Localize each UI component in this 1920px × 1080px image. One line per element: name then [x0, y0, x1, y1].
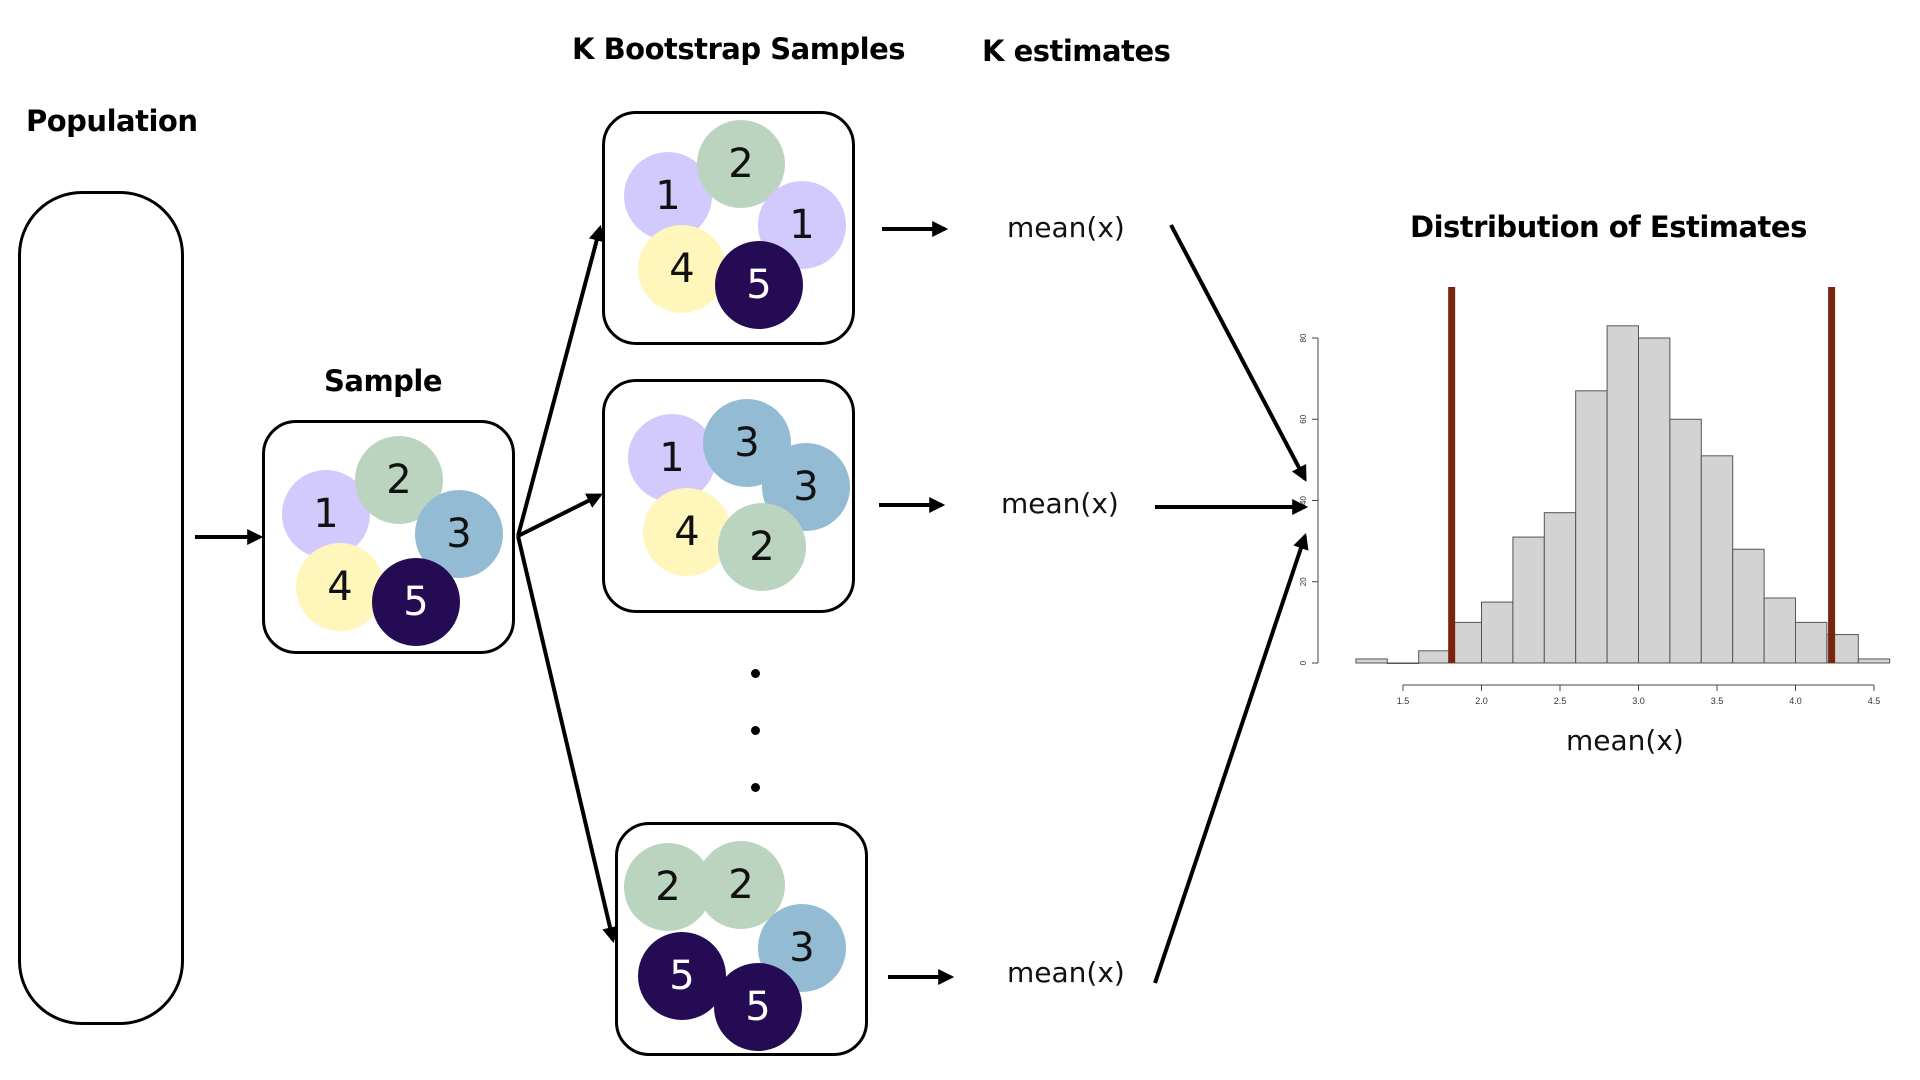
y-tick-label: 80 — [1299, 333, 1308, 342]
population-box — [18, 191, 184, 1025]
x-tick-label: 4.5 — [1868, 696, 1881, 706]
ellipsis-dot — [751, 783, 760, 792]
y-tick-label: 20 — [1299, 577, 1308, 586]
ball-label: 1 — [659, 435, 685, 481]
ball-label: 2 — [386, 457, 412, 503]
ball-label: 5 — [403, 579, 429, 625]
histogram-bar — [1606, 325, 1639, 664]
y-axis: 0 20 40 60 80 — [1299, 333, 1319, 665]
histogram-bar — [1543, 512, 1577, 664]
y-tick-label: 60 — [1299, 414, 1308, 423]
histogram-bar — [1386, 662, 1420, 664]
ball-label: 3 — [446, 511, 472, 557]
estimate-label-k: mean(x) — [1007, 956, 1125, 989]
ball-label: 4 — [327, 564, 353, 610]
bootstrap-heading: K Bootstrap Samples — [572, 32, 906, 66]
histogram-bar — [1512, 536, 1545, 664]
bootstrap-ball: 1 — [628, 414, 716, 502]
x-axis: 1.5 2.0 2.5 3.0 3.5 4.0 4.5 — [1397, 684, 1881, 706]
ball-label: 3 — [734, 420, 760, 466]
arrow-sample-to-bootstrap-1 — [516, 224, 605, 537]
bootstrap-ball: 4 — [638, 225, 726, 313]
x-axis-title: mean(x) — [1566, 724, 1684, 757]
histogram-bar — [1700, 455, 1734, 664]
ellipsis-dot — [751, 726, 760, 735]
ellipsis-dot — [751, 669, 760, 678]
ball-label: 1 — [655, 173, 681, 219]
estimate-label-1: mean(x) — [1007, 211, 1125, 244]
sample-heading: Sample — [324, 364, 443, 398]
ball-label: 5 — [746, 262, 772, 308]
population-heading: Population — [26, 104, 198, 138]
distribution-heading: Distribution of Estimates — [1410, 210, 1807, 244]
estimates-heading: K estimates — [982, 34, 1171, 68]
histogram-bar — [1575, 390, 1608, 664]
sample-ball: 5 — [372, 558, 460, 646]
ball-label: 1 — [789, 202, 815, 248]
ball-label: 5 — [669, 953, 695, 999]
arrow-sample-to-bootstrap-k — [516, 535, 618, 944]
ball-label: 1 — [313, 491, 339, 537]
arrow-estimate-k-to-distribution — [1153, 532, 1309, 984]
histogram-bars — [1355, 325, 1891, 664]
ball-label: 3 — [793, 464, 819, 510]
y-tick-label: 40 — [1299, 496, 1308, 505]
ball-label: 3 — [789, 925, 815, 971]
ball-label: 4 — [674, 509, 700, 555]
ball-label: 4 — [669, 246, 695, 292]
x-tick-label: 1.5 — [1397, 696, 1410, 706]
arrow-estimate-1-to-distribution — [1169, 224, 1307, 482]
bootstrap-ball: 5 — [714, 963, 802, 1051]
y-tick-label: 0 — [1299, 660, 1308, 665]
histogram-bar — [1418, 650, 1451, 664]
histogram-bar — [1669, 418, 1702, 664]
x-tick-label: 3.0 — [1632, 696, 1645, 706]
bootstrap-ball: 4 — [643, 488, 731, 576]
estimate-label-2: mean(x) — [1001, 487, 1119, 520]
sample-ball: 4 — [296, 543, 384, 631]
bootstrap-ball: 2 — [697, 841, 785, 929]
histogram-bar — [1795, 621, 1828, 664]
bootstrap-ball: 2 — [718, 503, 806, 591]
histogram-bar — [1857, 658, 1891, 664]
bootstrap-ball: 3 — [762, 443, 850, 531]
ball-label: 2 — [728, 862, 754, 908]
reference-lines — [1448, 287, 1836, 663]
ball-label: 5 — [745, 984, 771, 1030]
ball-label: 2 — [655, 864, 681, 910]
bootstrap-ball: 5 — [638, 932, 726, 1020]
x-tick-label: 3.5 — [1711, 696, 1724, 706]
x-tick-label: 2.0 — [1475, 696, 1488, 706]
histogram-bar — [1763, 597, 1796, 664]
ball-label: 2 — [749, 524, 775, 570]
sample-ball: 1 — [282, 470, 370, 558]
histogram-bar — [1355, 658, 1388, 664]
x-tick-label: 2.5 — [1554, 696, 1567, 706]
x-tick-label: 4.0 — [1789, 696, 1802, 706]
arrow-sample-to-bootstrap-2 — [517, 493, 603, 538]
histogram-bar — [1481, 601, 1514, 664]
ball-label: 2 — [728, 141, 754, 187]
bootstrap-ball: 5 — [715, 241, 803, 329]
histogram-bar — [1732, 548, 1765, 664]
histogram-bar — [1638, 337, 1671, 664]
